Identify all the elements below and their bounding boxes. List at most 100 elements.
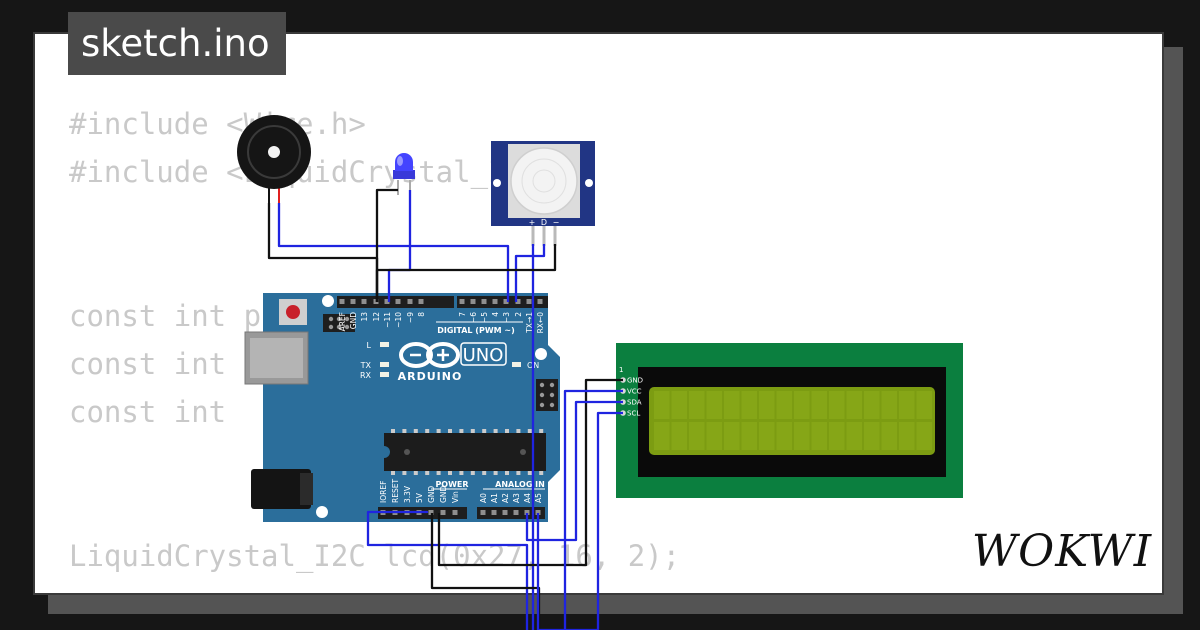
wire-lcd-sda bbox=[525, 400, 623, 542]
top-pin-hole[interactable] bbox=[361, 299, 367, 304]
analog-pin-label: A2 bbox=[501, 493, 510, 503]
top-pin-hole[interactable] bbox=[503, 299, 509, 304]
wire-buzzer-gnd bbox=[267, 203, 379, 302]
pir-sensor[interactable]: + D − bbox=[491, 141, 595, 246]
top-pin-hole[interactable] bbox=[459, 299, 465, 304]
top-pin-hole[interactable] bbox=[515, 299, 521, 304]
top-pin-hole[interactable] bbox=[395, 299, 401, 304]
lcd-char-cell bbox=[724, 422, 740, 450]
top-pin-label: 13 bbox=[360, 312, 369, 322]
top-pin-label: 7 bbox=[458, 312, 467, 317]
led-rx-label: RX bbox=[360, 371, 372, 380]
top-pin-label: ~5 bbox=[480, 312, 489, 323]
top-pin-hole[interactable] bbox=[418, 299, 424, 304]
analog-header bbox=[477, 507, 545, 519]
atmega-chip bbox=[384, 429, 546, 475]
wire-lcd-vcc bbox=[563, 389, 623, 630]
top-pin-hole[interactable] bbox=[537, 299, 543, 304]
led-tx bbox=[380, 362, 389, 367]
lcd-char-cell bbox=[916, 422, 932, 450]
top-pin-label: ~9 bbox=[406, 312, 415, 323]
top-pin-hole[interactable] bbox=[470, 299, 476, 304]
file-tab[interactable]: sketch.ino bbox=[68, 12, 286, 75]
analog-pin-label: A3 bbox=[512, 493, 521, 503]
lcd-char-cell bbox=[899, 391, 915, 419]
analog-pin-hole[interactable] bbox=[480, 510, 486, 515]
power-pin-label: GND bbox=[427, 486, 436, 503]
top-pin-hole[interactable] bbox=[339, 299, 345, 304]
lcd-char-cell bbox=[864, 422, 880, 450]
lcd-char-cell bbox=[776, 391, 792, 419]
power-pin-hole[interactable] bbox=[428, 510, 434, 515]
lcd-char-cell bbox=[794, 422, 810, 450]
power-pin-label: Vin bbox=[451, 491, 460, 503]
lcd-char-cell bbox=[899, 422, 915, 450]
analog-pin-label: A5 bbox=[534, 493, 543, 503]
analog-pin-hole[interactable] bbox=[491, 510, 497, 515]
wire-buzzer-signal bbox=[277, 203, 510, 302]
top-pin-hole[interactable] bbox=[481, 299, 487, 304]
led-on bbox=[512, 362, 521, 367]
pir-pin-gnd-label: − bbox=[553, 218, 560, 227]
lcd-char-cell bbox=[811, 422, 827, 450]
power-pin-label: IOREF bbox=[379, 481, 388, 503]
top-pin-hole[interactable] bbox=[350, 299, 356, 304]
top-pin-label: ~6 bbox=[469, 312, 478, 323]
lcd-pin-label: VCC bbox=[627, 388, 642, 396]
arduino-model-label: UNO bbox=[463, 345, 504, 366]
lcd-char-cell bbox=[706, 391, 722, 419]
wire-gnd-lcd bbox=[437, 378, 623, 567]
code-preview-card: #include <Wire.h> #include <LiquidCrysta… bbox=[33, 32, 1164, 595]
top-pin-hole[interactable] bbox=[407, 299, 413, 304]
analog-pin-hole[interactable] bbox=[524, 510, 530, 515]
analog-pin-hole[interactable] bbox=[535, 510, 541, 515]
wire-led-cathode bbox=[375, 188, 398, 302]
lcd-pin-label: SCL bbox=[627, 410, 640, 418]
code-line-6: LiquidCrystal_I2C lcd(0x27, 16, 2); bbox=[69, 539, 681, 573]
wire-pir-gnd bbox=[375, 244, 557, 302]
lcd-char-cell bbox=[864, 391, 880, 419]
top-pin-label: 2 bbox=[514, 312, 523, 317]
power-pin-hole[interactable] bbox=[452, 510, 458, 515]
lcd-char-cell bbox=[706, 422, 722, 450]
lcd-char-cell bbox=[794, 391, 810, 419]
analog-pin-hole[interactable] bbox=[502, 510, 508, 515]
top-pin-label: ~3 bbox=[502, 312, 511, 323]
top-pin-hole[interactable] bbox=[384, 299, 390, 304]
lcd-char-cell bbox=[741, 391, 757, 419]
analog-pin-hole[interactable] bbox=[513, 510, 519, 515]
power-pin-hole[interactable] bbox=[440, 510, 446, 515]
lcd-char-cell bbox=[916, 391, 932, 419]
lcd-pin-label: SDA bbox=[627, 399, 642, 407]
led-l-label: L bbox=[367, 341, 372, 350]
lcd-char-cell bbox=[654, 422, 670, 450]
lcd-char-cell bbox=[829, 422, 845, 450]
wire-lcd-scl bbox=[536, 411, 623, 630]
top-pin-hole[interactable] bbox=[526, 299, 532, 304]
analog-pin-label: A4 bbox=[523, 493, 532, 503]
lcd-char-cell bbox=[759, 422, 775, 450]
analog-pin-label: A1 bbox=[490, 493, 499, 503]
lcd-char-cell bbox=[724, 391, 740, 419]
lcd-char-cell bbox=[671, 422, 687, 450]
wire-5v-loop bbox=[366, 510, 529, 630]
lcd-char-cell bbox=[741, 422, 757, 450]
top-pin-label: TX→1 bbox=[525, 312, 534, 334]
lcd-char-cell bbox=[846, 422, 862, 450]
top-pin-label: 8 bbox=[417, 312, 426, 317]
top-pin-hole[interactable] bbox=[492, 299, 498, 304]
lcd-char-cell bbox=[689, 391, 705, 419]
power-section-label: POWER bbox=[435, 480, 468, 489]
buzzer[interactable] bbox=[237, 115, 311, 205]
top-pin-label: 4 bbox=[491, 312, 500, 317]
lcd-char-cell bbox=[881, 391, 897, 419]
top-pin-label: 12 bbox=[372, 312, 381, 322]
lcd-char-cell bbox=[846, 391, 862, 419]
wokwi-logo-text: WOKWI bbox=[972, 526, 1153, 577]
arduino-brand-label: ARDUINO bbox=[398, 370, 463, 383]
analog-section-label: ANALOG IN bbox=[495, 480, 545, 489]
blue-led[interactable] bbox=[393, 153, 415, 195]
